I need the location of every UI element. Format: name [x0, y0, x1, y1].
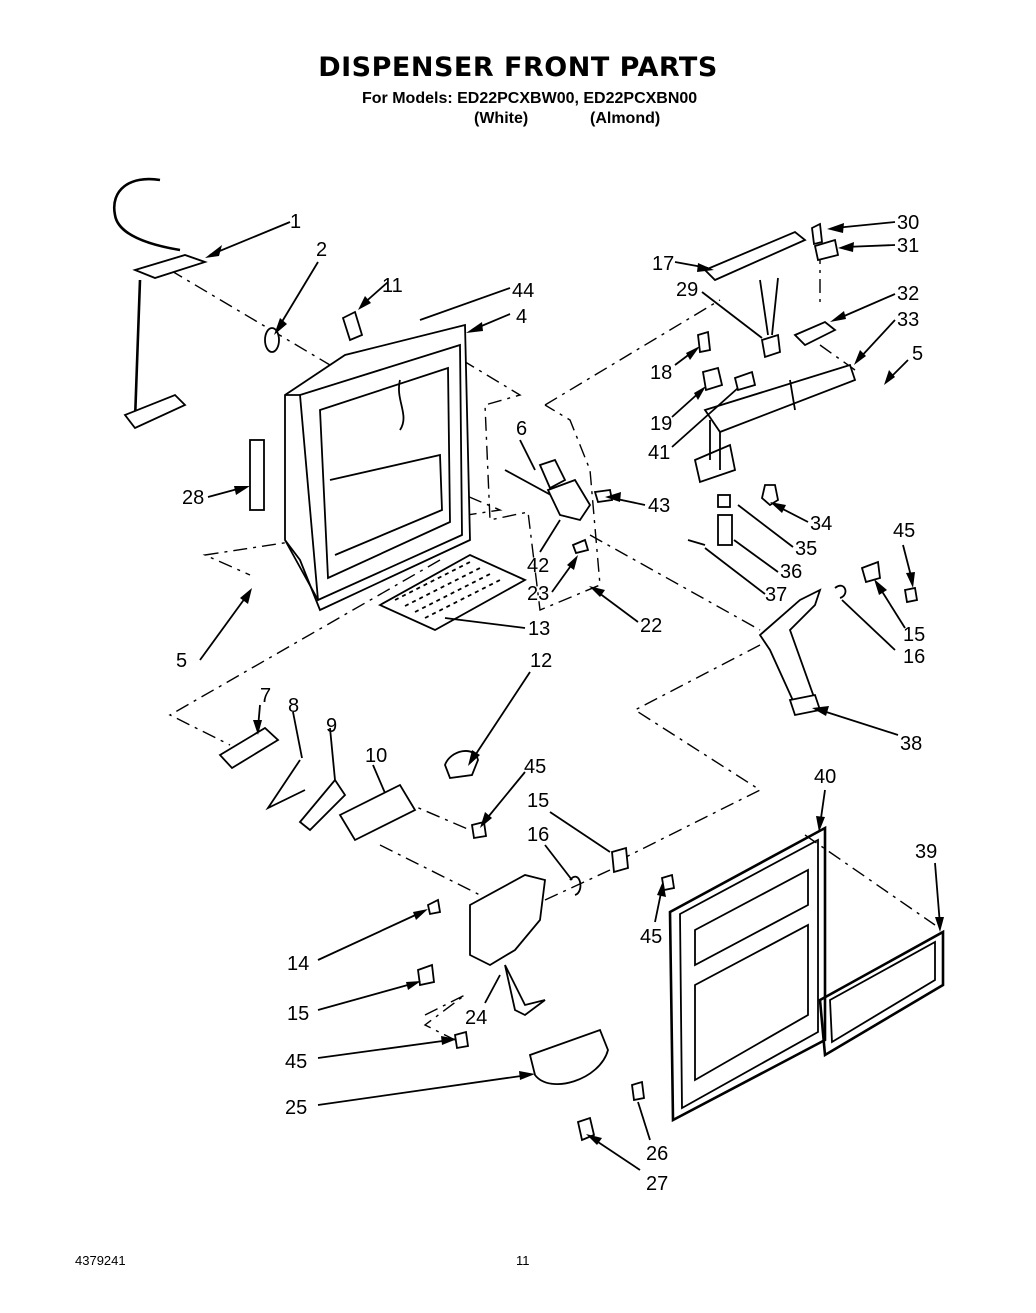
page-number: 11 — [516, 1253, 530, 1268]
callout-24: 24 — [465, 1007, 487, 1029]
part-8-lens — [265, 759, 306, 811]
callout-44: 44 — [512, 280, 534, 302]
callout-39: 39 — [915, 841, 937, 863]
part-15b-bracket — [611, 846, 629, 874]
callout-34: 34 — [810, 513, 832, 535]
callout-40: 40 — [814, 766, 836, 788]
callout-4: 4 — [516, 306, 527, 328]
callout-35: 35 — [795, 538, 817, 560]
callout-45d: 45 — [285, 1051, 307, 1073]
part-45d-screw — [453, 1030, 470, 1050]
callout-2: 2 — [316, 239, 327, 261]
callout-15a: 15 — [903, 624, 925, 646]
callout-45c: 45 — [640, 926, 662, 948]
document-number: 4379241 — [75, 1253, 126, 1268]
part-39-panel — [818, 929, 945, 1058]
callout-14: 14 — [287, 953, 309, 975]
part-1-heater — [112, 177, 208, 430]
callout-42: 42 — [527, 555, 549, 577]
part-29-switch — [759, 222, 840, 359]
callout-45a: 45 — [893, 520, 915, 542]
part-15c-bracket — [417, 963, 435, 987]
callout-8: 8 — [288, 695, 299, 717]
callout-36: 36 — [780, 561, 802, 583]
callout-11: 11 — [382, 275, 403, 297]
part-9-panel — [298, 778, 347, 832]
part-14-clip — [426, 898, 442, 916]
callout-19: 19 — [650, 413, 672, 435]
color-white-label: (White) — [474, 110, 529, 127]
part-16-spring — [834, 584, 847, 599]
callout-32: 32 — [897, 283, 919, 305]
part-2-clip — [264, 327, 280, 353]
callout-26: 26 — [646, 1143, 668, 1165]
callout-31: 31 — [897, 235, 919, 257]
part-6-actuator — [504, 458, 614, 555]
callout-33: 33 — [897, 309, 919, 331]
color-almond-label: (Almond) — [590, 110, 661, 127]
part-11-connector — [341, 310, 364, 342]
part-16b-spring — [569, 875, 582, 896]
part-18-screw — [697, 330, 711, 354]
callout-27: 27 — [646, 1173, 668, 1195]
part-7-frame — [218, 726, 280, 770]
part-36-plunger — [717, 514, 733, 546]
part-45b-screw — [470, 820, 488, 840]
part-4-housing — [284, 323, 471, 612]
callout-15b: 15 — [527, 790, 549, 812]
part-40-door-frame — [668, 825, 827, 1123]
part-25-tray — [528, 1028, 609, 1085]
part-12-motor — [444, 750, 479, 779]
assembly-lines — [168, 250, 936, 1041]
callout-9: 9 — [326, 715, 337, 737]
part-10-board — [338, 783, 417, 842]
callout-38: 38 — [900, 733, 922, 755]
page-title: DISPENSER FRONT PARTS — [318, 52, 718, 83]
part-34-cap — [761, 484, 780, 507]
callout-5a: 5 — [912, 343, 923, 365]
callout-16a: 16 — [903, 646, 925, 668]
part-19-valve — [701, 366, 724, 392]
part-37-pin — [687, 539, 706, 546]
callout-6: 6 — [516, 418, 527, 440]
part-28-strip — [249, 439, 265, 511]
callout-28: 28 — [182, 487, 204, 509]
callout-10: 10 — [365, 745, 387, 767]
callout-23: 23 — [527, 583, 549, 605]
callout-13: 13 — [528, 618, 550, 640]
part-33-bracket — [693, 363, 857, 484]
callout-29: 29 — [676, 279, 698, 301]
part-24-lever — [469, 874, 546, 1017]
part-45-screw — [903, 586, 919, 604]
callout-15c: 15 — [287, 1003, 309, 1025]
part-38-lever — [758, 588, 822, 717]
callout-16b: 16 — [527, 824, 549, 846]
part-27-clip — [576, 1116, 596, 1142]
callout-12: 12 — [530, 650, 552, 672]
part-35-nut — [717, 494, 731, 508]
callout-labels: 1 2 11 44 4 17 29 30 31 32 33 5 18 19 41… — [176, 211, 937, 1195]
part-26-screw — [631, 1080, 645, 1102]
callout-17: 17 — [652, 253, 674, 275]
callout-5b: 5 — [176, 650, 187, 672]
part-17-trim — [703, 230, 807, 282]
callout-1: 1 — [290, 211, 301, 233]
leader-arrows — [199, 221, 944, 1171]
part-15-bracket — [860, 560, 881, 584]
callout-18: 18 — [650, 362, 672, 384]
callout-30: 30 — [897, 212, 919, 234]
part-41-switch — [733, 370, 757, 392]
callout-41: 41 — [648, 442, 670, 464]
part-13-grille — [378, 553, 527, 632]
callout-25: 25 — [285, 1097, 307, 1119]
callout-45b: 45 — [524, 756, 546, 778]
model-numbers: For Models: ED22PCXBW00, ED22PCXBN00 — [362, 90, 698, 107]
callout-43: 43 — [648, 495, 670, 517]
callout-7: 7 — [260, 685, 271, 707]
callout-37: 37 — [765, 584, 787, 606]
callout-22: 22 — [640, 615, 662, 637]
